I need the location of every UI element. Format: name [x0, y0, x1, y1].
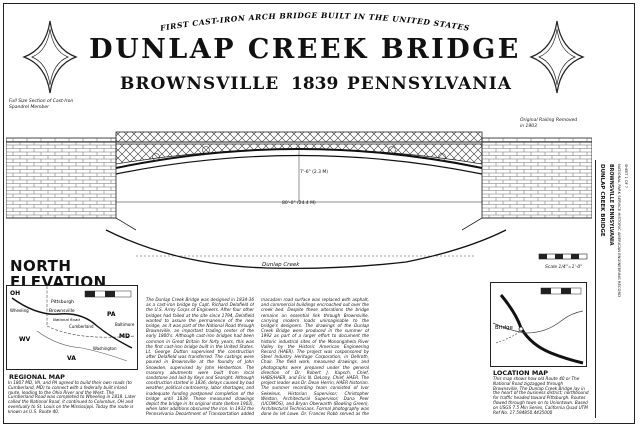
page-title: DUNLAP CREEK BRIDGE	[89, 34, 521, 65]
creek-bed	[105, 229, 507, 270]
regional-map-graphic: OH PA WV MD VA Pittsburgh Brownsville Wh…	[10, 286, 136, 362]
railing	[115, 131, 483, 143]
location-map-graphic: Bridge	[492, 287, 584, 365]
location-map-caption: This map shows how old Route 40 or The N…	[493, 376, 589, 415]
history-text-column-2: macadam road surface was replaced with a…	[261, 297, 369, 415]
strip-agency: NATIONAL PARK SERVICE HISTORIC AMERICAN …	[617, 164, 622, 298]
location-map: Bridge	[490, 282, 587, 367]
title-block-strip: DUNLAP CREEK BRIDGE BROWNSVILLE PENNSYLV…	[595, 160, 631, 418]
regional-map: OH PA WV MD VA Pittsburgh Brownsville Wh…	[6, 285, 138, 370]
map-label-brownsville: Brownsville	[49, 308, 75, 314]
rise-dimension: 7'-6" (2.3 M)	[300, 170, 329, 175]
strip-sheet-number: SHEET 1 OF 7	[624, 164, 628, 188]
arched-subtitle-text: FIRST CAST-IRON ARCH BRIDGE BUILT IN THE…	[159, 11, 470, 33]
scale-note: Scale 1/4"=1'-0"	[545, 265, 583, 270]
left-abutment	[6, 137, 117, 219]
map-label-va: VA	[67, 355, 76, 362]
right-abutment	[481, 137, 592, 219]
map-label-md: MD	[119, 333, 130, 340]
spandrel-note: Full Size Section of Cast-Iron Spandrel …	[9, 99, 74, 110]
spandrel-section-right	[529, 20, 585, 94]
elevation-title-line1: NORTH	[10, 257, 72, 275]
bridge-elevation-drawing	[6, 131, 592, 270]
location-city: BROWNSVILLE	[120, 74, 280, 94]
location-map-title: LOCATION MAP	[493, 369, 549, 377]
map-label-wv: WV	[19, 336, 31, 343]
scale-bar	[538, 253, 588, 260]
location-state: PENNSYLVANIA	[347, 74, 512, 94]
arched-subtitle: FIRST CAST-IRON ARCH BRIDGE BUILT IN THE…	[159, 11, 471, 33]
map-label-oh: OH	[10, 290, 20, 297]
regional-map-title: REGIONAL MAP	[9, 373, 65, 381]
map-label-bridge: Bridge	[495, 325, 514, 331]
spandrel-section-left	[22, 20, 78, 94]
map-label-cumberland: Cumberland	[69, 324, 94, 329]
map-label-wheeling: Wheeling	[10, 308, 29, 313]
svg-text:FIRST CAST-IRON ARCH BRIDGE BU: FIRST CAST-IRON ARCH BRIDGE BUILT IN THE…	[159, 11, 471, 33]
year: 1839	[291, 74, 339, 94]
history-text-column-1: The Dunlap Creek Bridge was designed in …	[146, 297, 254, 415]
map-label-national-road: National Road	[53, 317, 80, 322]
span-dimension: 80'-0" (24.4 M)	[282, 201, 316, 206]
strip-subtitle: BROWNSVILLE PENNSYLVANIA	[608, 164, 613, 246]
creek-label: Dunlap Creek	[262, 262, 300, 268]
railing-note: Original Railing Removed in 1903	[520, 118, 578, 129]
map-label-washington: Washington	[93, 346, 117, 351]
strip-title: DUNLAP CREEK BRIDGE	[599, 164, 605, 237]
map-label-pa: PA	[107, 311, 116, 318]
map-label-baltimore: Baltimore	[115, 322, 135, 327]
map-label-pittsburgh: Pittsburgh	[51, 299, 74, 305]
regional-map-caption: In 1807 MD, VA, and PA agreed to build t…	[8, 380, 136, 414]
